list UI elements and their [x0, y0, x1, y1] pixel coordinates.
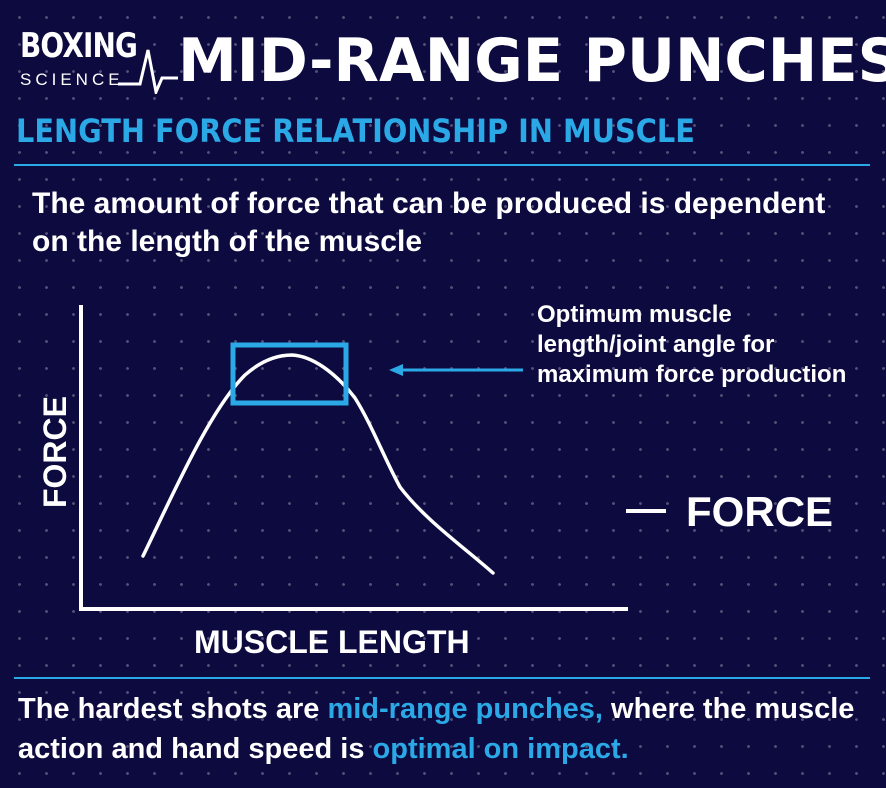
- axes: [79, 305, 628, 611]
- top-divider: [14, 164, 870, 166]
- conclusion-highlight-2: optimal on impact.: [372, 733, 629, 765]
- brand-name: BOXING: [20, 26, 138, 66]
- intro-text: The amount of force that can be produced…: [32, 187, 826, 258]
- brand-logo: BOXING SCIENCE: [20, 26, 178, 96]
- conclusion-part2: where the muscle action and hand speed i…: [18, 693, 855, 765]
- optimum-callout-text: Optimum muscle length/joint angle for ma…: [537, 301, 847, 388]
- legend-swatch: [626, 509, 666, 513]
- brand-tagline: SCIENCE: [20, 70, 124, 89]
- x-axis-label: MUSCLE LENGTH: [194, 624, 470, 660]
- page-subtitle: LENGTH FORCE RELATIONSHIP IN MUSCLE: [16, 112, 695, 150]
- length-force-diagram: [79, 305, 628, 611]
- callout-arrow: [389, 364, 523, 376]
- force-curve: [141, 353, 495, 575]
- legend-label: FORCE: [686, 488, 833, 535]
- conclusion-highlight-1: mid-range punches,: [327, 693, 603, 725]
- ecg-heartbeat-icon: [118, 49, 178, 94]
- page-title: MID-RANGE PUNCHES: [178, 26, 886, 96]
- bottom-divider: [14, 677, 870, 679]
- y-axis-label: FORCE: [37, 396, 73, 508]
- conclusion-part1: The hardest shots are: [18, 693, 328, 725]
- conclusion-text: The hardest shots are mid-range punches,…: [18, 689, 878, 769]
- arrowhead-icon: [389, 364, 403, 376]
- optimum-zone-box: [230, 342, 349, 406]
